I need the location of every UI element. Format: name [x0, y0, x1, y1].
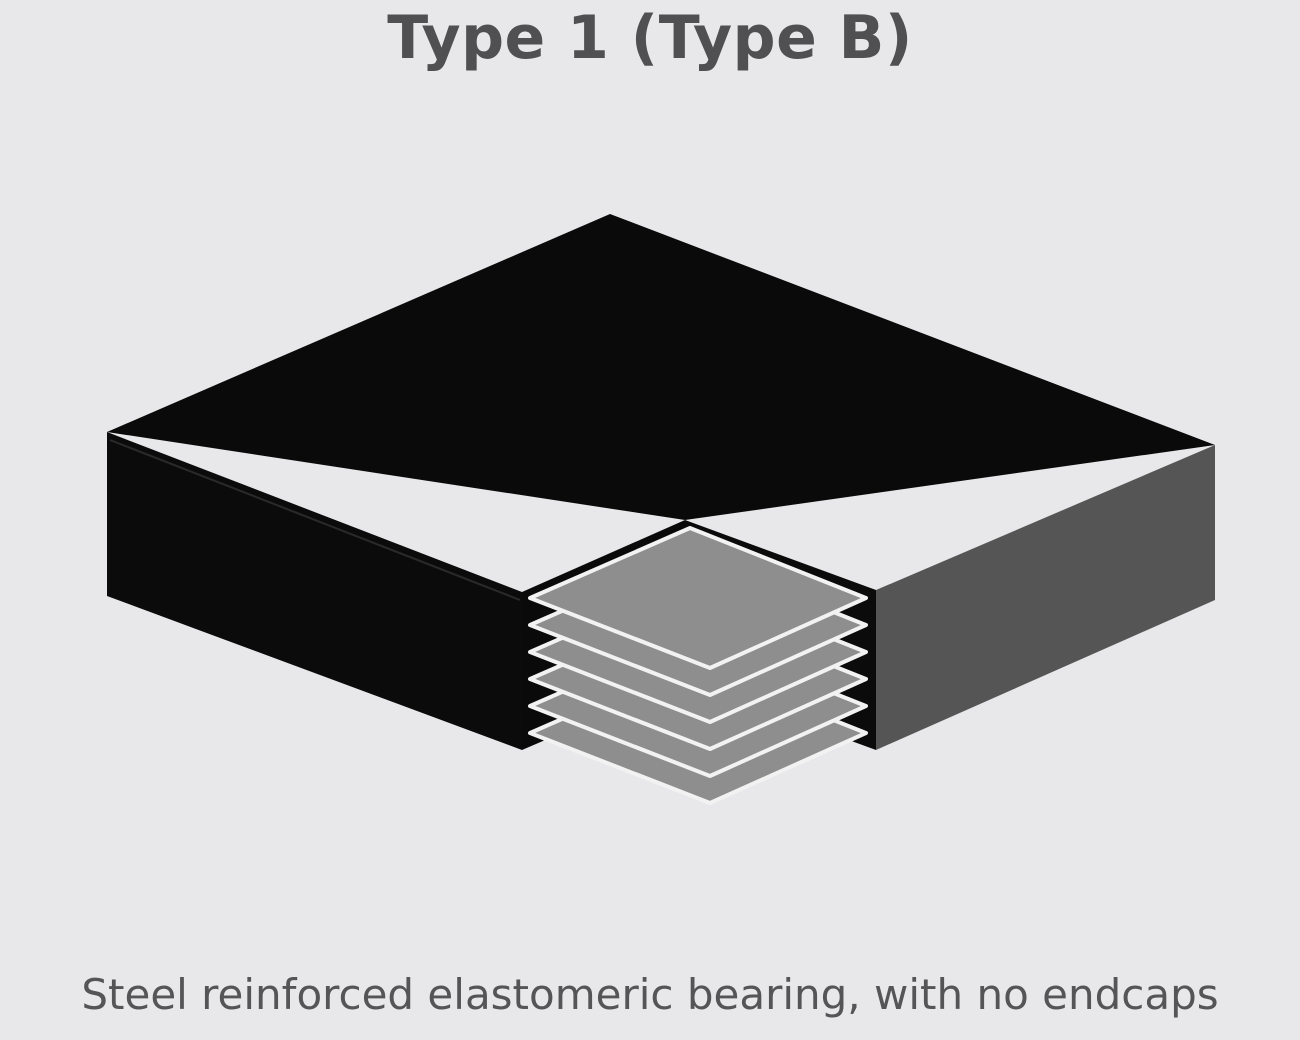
bearing-right-face	[876, 445, 1215, 750]
page-title: Type 1 (Type B)	[387, 3, 913, 73]
bearing-top-face	[107, 214, 1215, 520]
steel-plates-stack	[528, 526, 868, 805]
caption: Steel reinforced elastomeric bearing, wi…	[81, 970, 1219, 1019]
bearing-left-edge	[109, 439, 521, 601]
bearing-left-face	[107, 432, 522, 750]
steel-plate	[528, 526, 868, 670]
